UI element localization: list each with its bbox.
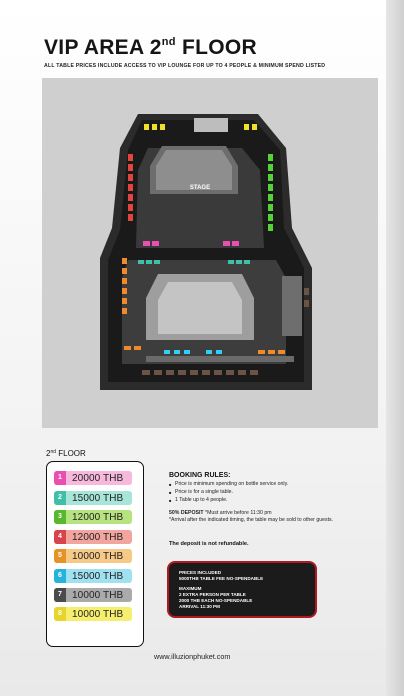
legend-number: 2 xyxy=(54,491,66,505)
booking-rule: Price is for a single table. xyxy=(169,489,233,495)
legend-item-3: 3 12000 THB xyxy=(54,510,132,524)
info-line: 2 EXTRA PERSON PER TABLE xyxy=(179,592,246,597)
info-line: MAXIMUM xyxy=(179,586,202,591)
booking-rule: Price is minimum spending on bottle serv… xyxy=(169,481,288,487)
legend-price: 10000 THB xyxy=(72,589,124,601)
website-link[interactable]: www.illuzionphuket.com xyxy=(154,652,231,661)
refund-note: The deposit is not refundable. xyxy=(169,541,249,547)
legend-item-6: 6 15000 THB xyxy=(54,569,132,583)
legend-price: 15000 THB xyxy=(72,570,124,582)
legend-number: 4 xyxy=(54,530,66,544)
stage-label: STAGE xyxy=(190,185,210,191)
booking-rules-title: BOOKING RULES: xyxy=(169,472,231,479)
price-legend: 1 20000 THB 2 15000 THB 3 12000 THB 4 12000 … xyxy=(46,461,144,647)
legend-price: 12000 THB xyxy=(72,531,124,543)
legend-number: 8 xyxy=(54,607,66,621)
arrival-note: *Arrival after the indicated timing, the… xyxy=(169,517,334,523)
prices-included-box: PRICES INCLUDED 5000THB TABLE FEE NO-SPE… xyxy=(167,561,317,618)
info-line: 5000THB TABLE FEE NO-SPENDABLE xyxy=(179,576,264,581)
deposit-info: 50% DEPOSIT *Must arrive before 11:30 pm… xyxy=(169,510,359,524)
page-subtitle: ALL TABLE PRICES INCLUDE ACCESS TO VIP L… xyxy=(44,63,326,69)
legend-title: 2nd FLOOR xyxy=(46,449,86,458)
legend-number: 5 xyxy=(54,549,66,563)
legend-number: 1 xyxy=(54,471,66,485)
legend-price: 12000 THB xyxy=(72,511,124,523)
info-line: PRICES INCLUDED xyxy=(179,570,222,575)
legend-number: 7 xyxy=(54,588,66,602)
booking-rule: 1 Table up to 4 people. xyxy=(169,497,227,503)
page-title: VIP AREA 2nd FLOOR xyxy=(44,36,257,59)
deposit-label: 50% DEPOSIT xyxy=(169,510,204,516)
legend-number: 3 xyxy=(54,510,66,524)
legend-price: 15000 THB xyxy=(72,492,124,504)
legend-item-2: 2 15000 THB xyxy=(54,491,132,505)
page-edge xyxy=(386,0,404,696)
info-line: ARRIVAL 11:30 PM xyxy=(179,604,220,609)
legend-item-4: 4 12000 THB xyxy=(54,530,132,544)
floor-plan-map: STAGE xyxy=(100,114,312,390)
legend-item-8: 8 10000 THB xyxy=(54,607,132,621)
legend-number: 6 xyxy=(54,569,66,583)
legend-item-1: 1 20000 THB xyxy=(54,471,132,485)
legend-price: 10000 THB xyxy=(72,550,124,562)
legend-item-7: 7 10000 THB xyxy=(54,588,132,602)
legend-price: 20000 THB xyxy=(72,472,124,484)
legend-price: 10000 THB xyxy=(72,608,124,620)
deposit-text: *Must arrive before 11:30 pm xyxy=(203,510,272,516)
legend-item-5: 5 10000 THB xyxy=(54,549,132,563)
info-line: 2000 THB EACH NO-SPENDABLE xyxy=(179,598,253,603)
